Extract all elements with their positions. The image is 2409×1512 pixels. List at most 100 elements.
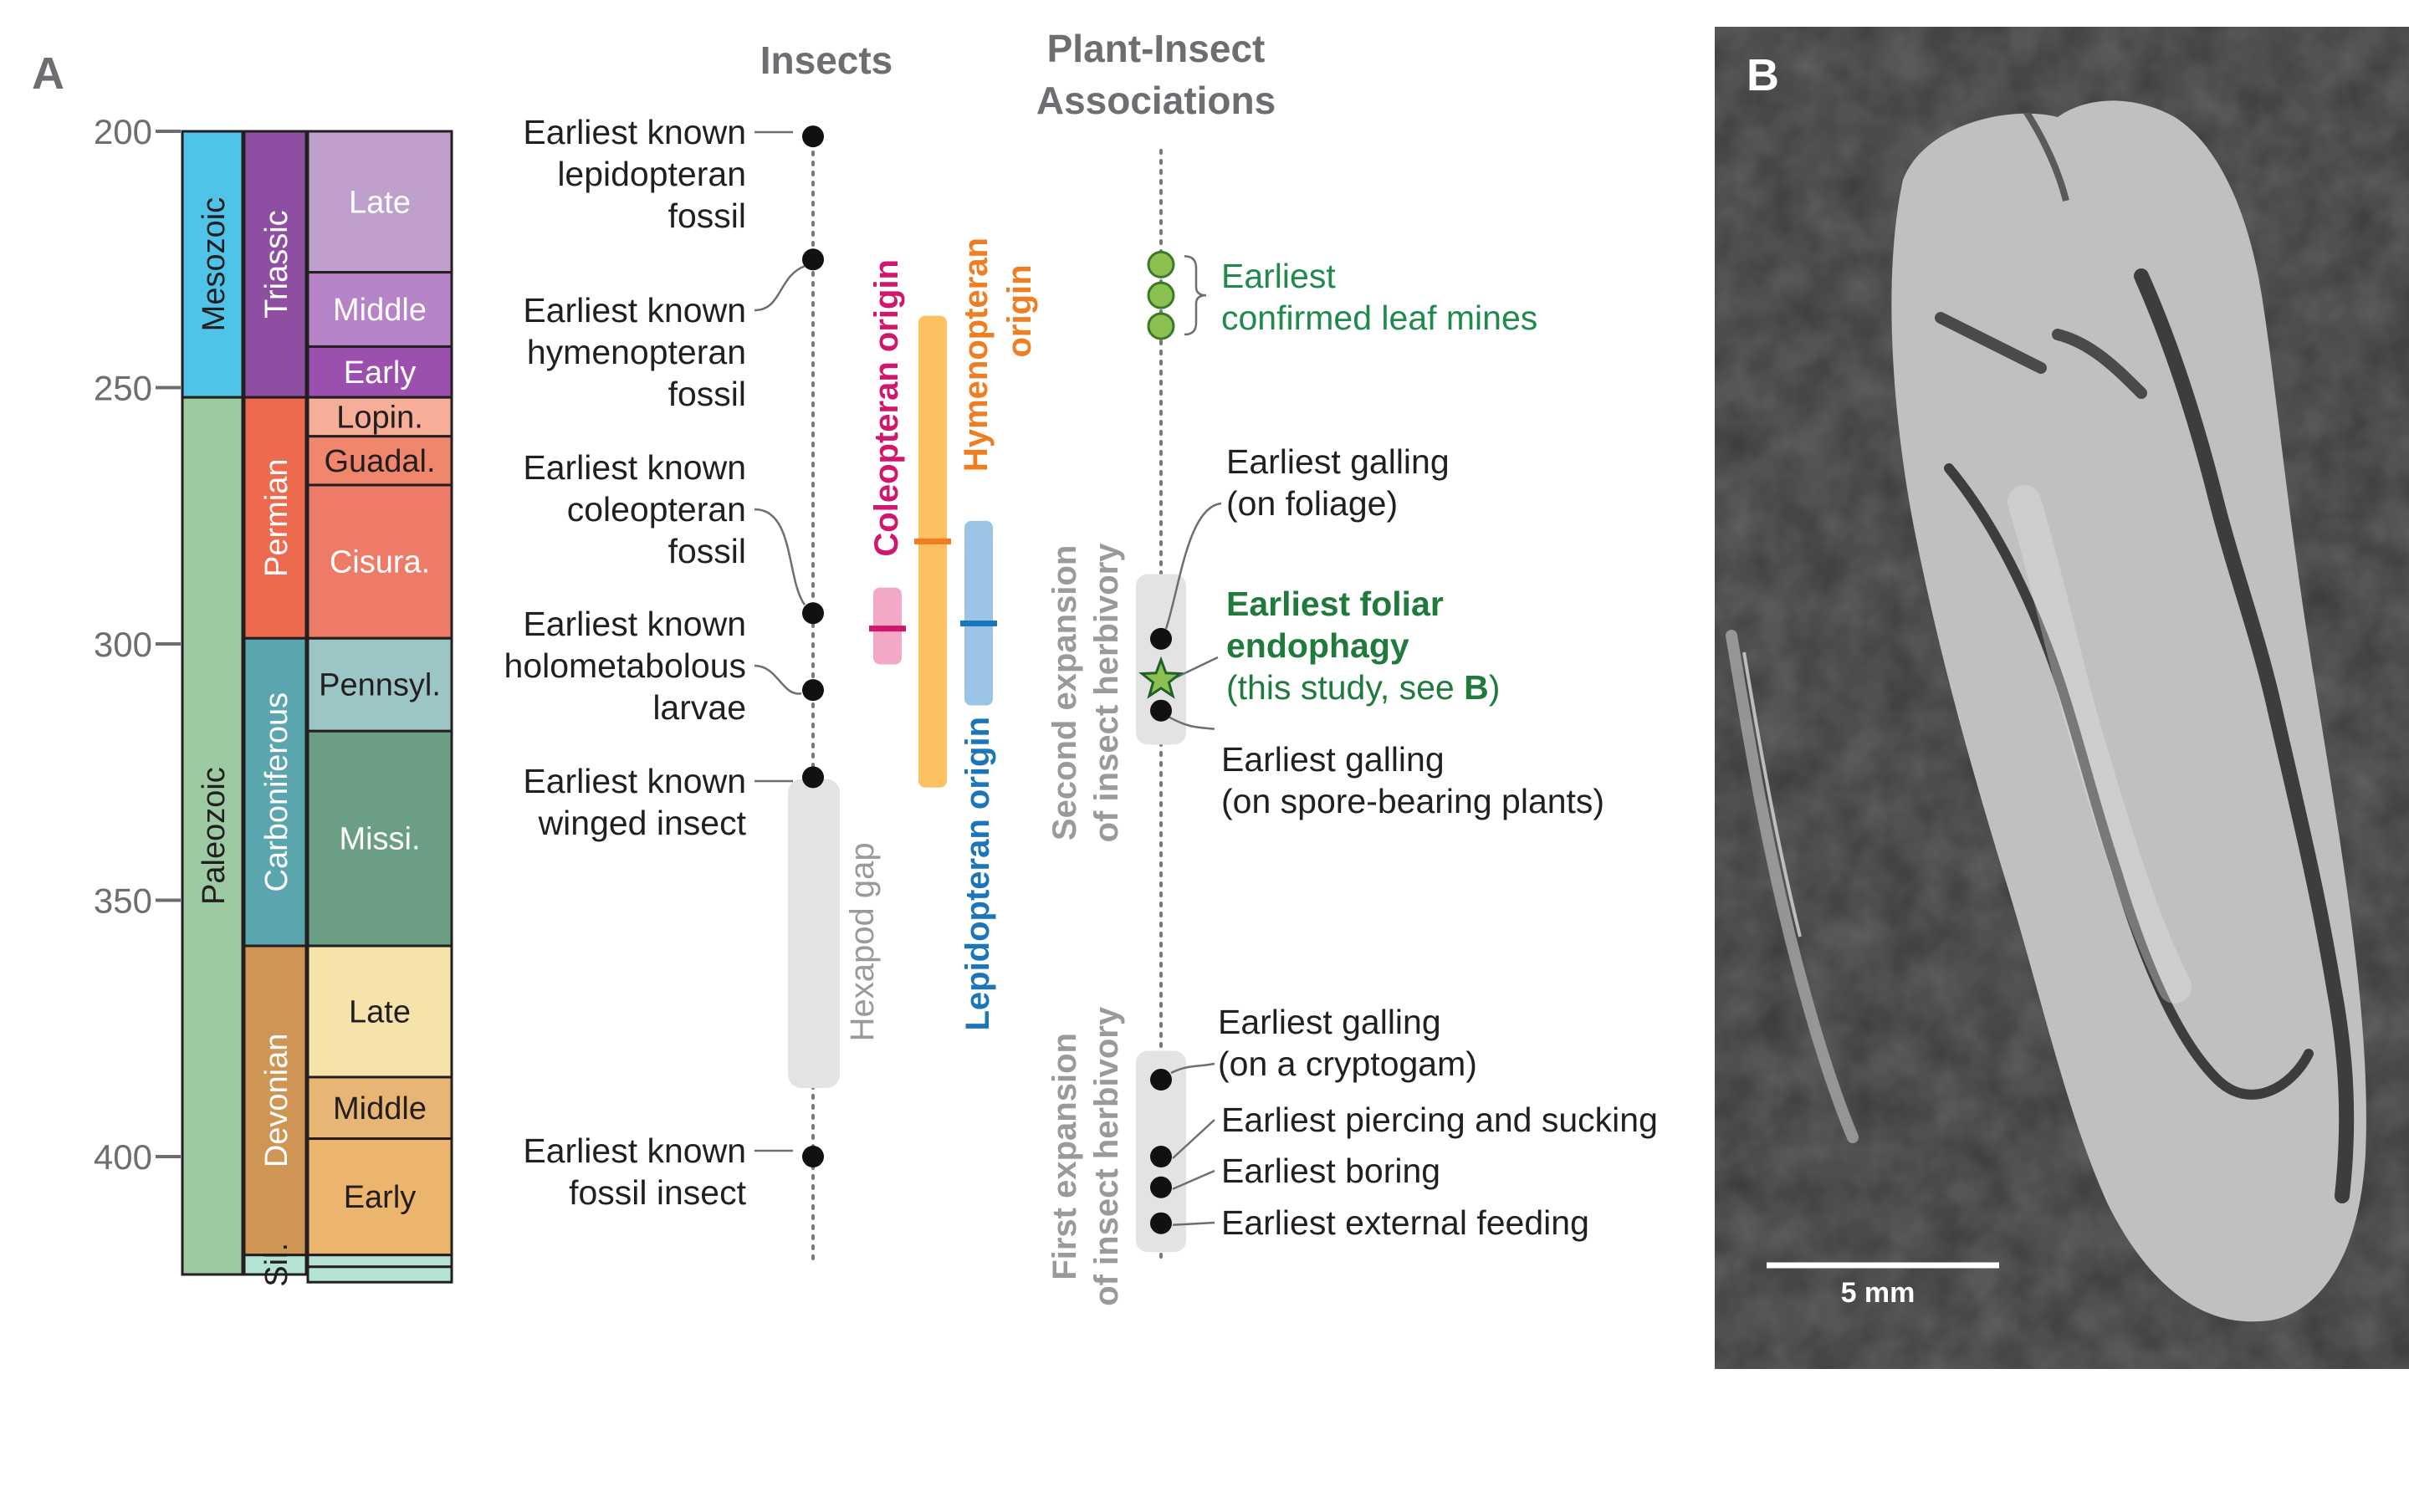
axis-tick-label-300: 300 [94,625,152,664]
epoch-early-devonian [306,1137,453,1257]
epoch-label-late-devonian: Late [349,995,411,1030]
leaf-mine-trail-2 [1944,463,2314,1100]
study-close: ) [1489,668,1501,707]
study-ref: B [1464,668,1489,707]
origin-bar-lepidopteran-origin [964,520,993,706]
period-label-carboniferous: Carboniferous [259,692,294,892]
axis-tick-label-250: 250 [94,369,152,408]
origin-mark-hymenopteran-origin [914,538,951,544]
epoch-label-middle-triassic: Middle [333,293,427,328]
insect-dot-winged-insect [802,766,824,789]
panel-a-label: A [32,49,64,99]
epoch-late-devonian [306,944,453,1079]
insect-event-coleopteran-fossil-line-0: Earliest known [523,448,746,487]
insect-event-winged-insect-line-1: winged insect [538,804,747,842]
epoch-mississippian [306,729,453,948]
leaf-mine-dot-1 [1147,281,1175,309]
epoch-late-triassic [306,130,453,274]
insect-event-hymenopteran-fossil-line-0: Earliest known [523,291,746,329]
foliar-endophagy-star [1138,656,1184,699]
assoc-leader-galling-foliage [1164,502,1222,630]
insect-events: Earliest knownlepidopteranfossilEarliest… [504,113,824,1212]
epoch-label-late-triassic: Late [349,185,411,220]
axis-tick-label-200: 200 [94,112,152,151]
assoc-event-foliar-endophagy-bold-1: endophagy [1226,626,1409,665]
era-mesozoic [181,130,244,399]
epoch-middle-triassic [306,271,453,348]
assoc-event-galling-cryptogam-line-0: Earliest galling [1218,1003,1441,1041]
epoch-pennsylvanian [306,636,453,733]
era-label-mesozoic: Mesozoic [197,197,232,332]
era-paleozoic [181,396,244,1276]
assoc-event-boring-line-0: Earliest boring [1221,1152,1440,1190]
hexapod-gap-label: Hexapod gap [844,842,881,1041]
period-label-triassic: Triassic [259,210,294,318]
insect-event-fossil-insect-line-1: fossil insect [569,1173,747,1212]
leaf-notch [2021,106,2069,202]
assoc-event-foliar-endophagy-bold-0: Earliest foliar [1226,585,1444,623]
origin-label-lepidopteran: Lepidopteran origin [959,717,996,1031]
era-label-paleozoic: Paleozoic [197,767,232,905]
first-expansion-label-line2: of insect herbivory [1088,1006,1125,1306]
assoc-dot-galling-spore [1150,699,1172,722]
axis-tick-label-350: 350 [94,881,152,921]
insect-event-winged-insect-line-0: Earliest known [523,762,746,800]
period-permian [243,396,308,640]
epoch-cisuralian [306,483,453,640]
assoc-dot-external-feeding [1150,1212,1172,1234]
leaf-mine-trail-1 [2134,268,2355,1203]
insect-event-holometabolous-larvae-line-2: larvae [652,688,746,727]
assoc-event-galling-cryptogam-line-1: (on a cryptogam) [1218,1045,1477,1083]
assoc-event-piercing-sucking-line-0: Earliest piercing and sucking [1221,1101,1658,1139]
hexapod-gap-band [788,779,840,1089]
epoch-label-cisuralian: Cisura. [330,545,430,580]
insect-event-fossil-insect-line-0: Earliest known [523,1131,746,1170]
leaf-highlight [2008,485,2192,1004]
origin-label-coleopteran: Coleopteran origin [868,259,905,557]
assoc-leader-piercing-sucking [1172,1119,1215,1159]
insect-event-holometabolous-larvae-line-0: Earliest known [523,605,746,643]
epoch-label-pennsylvanian: Pennsyl. [319,668,441,703]
assoc-event-galling-spore-line-0: Earliest galling [1221,740,1445,779]
associations-title-line2: Associations [1036,79,1276,122]
assoc-event-galling-foliage-line-1: (on foliage) [1226,484,1398,523]
epoch-label-middle-devonian: Middle [333,1091,427,1126]
insect-dot-coleopteran-fossil [802,602,824,625]
leaf-mine-trail-3 [1935,312,2147,399]
scale-bar-label: 5 mm [1841,1277,1915,1309]
hexapod-gap: Hexapod gap [788,779,881,1089]
insects-title: Insects [760,38,893,82]
association-events: Earliest galling(on foliage)Earliest fol… [1138,442,1658,1242]
insect-leader-coleopteran-fossil [754,508,806,605]
assoc-dot-galling-cryptogam [1150,1069,1172,1091]
fossil-leaf-stem-2 [1742,651,1802,937]
assoc-leader-galling-cryptogam [1170,1062,1215,1075]
period-label-silurian: Sil. [259,1243,294,1287]
leaf-mine-dot-0 [1147,250,1175,278]
leaf-mines-label-line2: confirmed leaf mines [1221,299,1537,337]
period-label-permian: Permian [259,458,294,577]
epoch-middle-devonian [306,1075,453,1141]
study-text: (this study, see [1226,668,1464,707]
leaf-mine-brace [1184,255,1207,336]
assoc-event-galling-foliage-line-0: Earliest galling [1226,442,1450,481]
epoch-label-early-devonian: Early [344,1180,417,1215]
insect-event-hymenopteran-fossil-line-1: hymenopteran [527,333,746,371]
origin-mark-coleopteran-origin [869,626,906,632]
fossil-photo: 5 mm [1715,27,2409,1369]
assoc-event-external-feeding-line-0: Earliest external feeding [1221,1203,1589,1242]
assoc-dot-galling-foliage [1150,627,1172,650]
period-silurian [243,1254,308,1276]
epoch-silurian-1 [306,1254,453,1269]
epoch-early-triassic [306,345,453,399]
second-expansion-label-line2: of insect herbivory [1088,543,1125,843]
assoc-dot-piercing-sucking [1150,1146,1172,1167]
panel-b-label: B [1747,50,1779,100]
origin-label-hymenopteran-line2: origin [1001,264,1038,357]
assoc-leader-galling-spore [1169,716,1215,730]
assoc-event-foliar-endophagy-study: (this study, see B) [1226,668,1500,707]
